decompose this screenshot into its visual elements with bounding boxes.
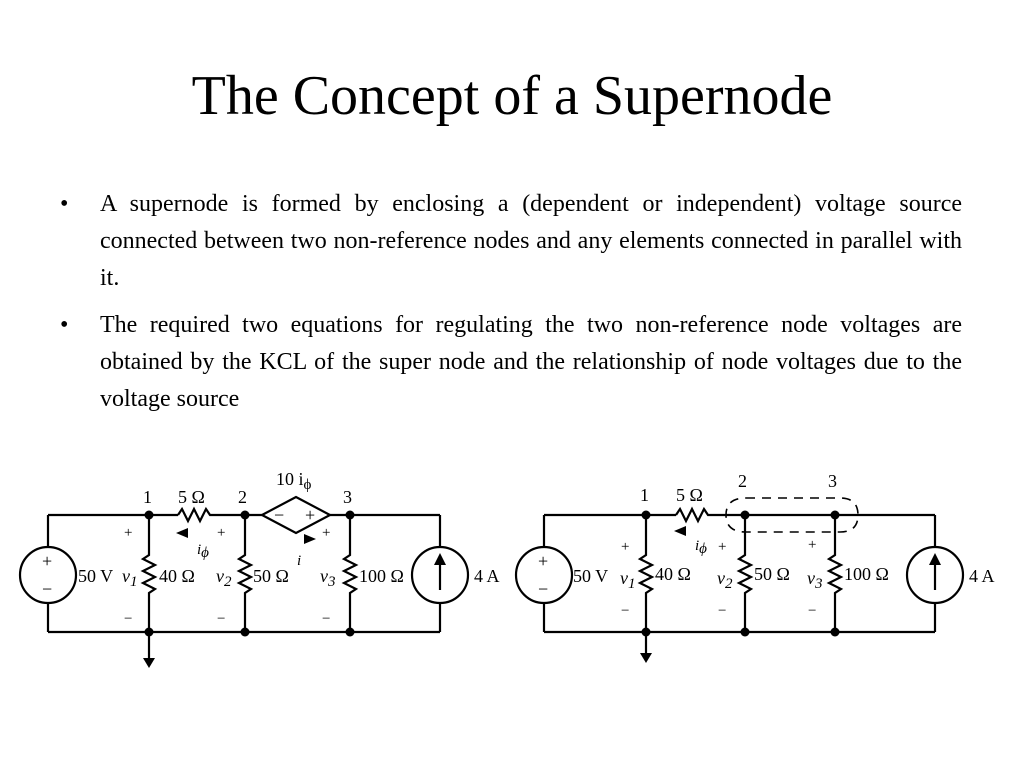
v3-label: v3 <box>320 566 336 590</box>
current-source-value: 4 A <box>969 566 995 586</box>
resistor-100-ohm <box>341 515 359 632</box>
polarity-plus: + <box>621 539 629 555</box>
voltage-source-plus: + <box>538 551 548 571</box>
node-dot <box>240 510 250 520</box>
polarity-minus: − <box>217 611 225 627</box>
diamond-plus: + <box>305 505 315 525</box>
resistor-100-ohm-label: 100 Ω <box>844 564 889 584</box>
polarity-minus: − <box>322 611 330 627</box>
resistor-5-ohm-label: 5 Ω <box>178 487 205 507</box>
v3-label: v3 <box>807 568 823 592</box>
circuit-diagram-dependent-source: − + + − 1 2 3 5 Ω 10 iϕ 50 V v1 40 Ω v2 … <box>18 469 500 668</box>
current-source-circle <box>410 545 470 605</box>
node-dot <box>345 510 355 520</box>
resistor-50-ohm <box>236 515 254 632</box>
polarity-plus: + <box>718 539 726 555</box>
bullet-text: A supernode is formed by enclosing a (de… <box>100 191 962 291</box>
bullet-item: • A supernode is formed by enclosing a (… <box>56 186 962 297</box>
node-label-1: 1 <box>640 485 649 505</box>
resistor-50-ohm-label: 50 Ω <box>754 564 790 584</box>
resistor-100-ohm <box>826 515 844 632</box>
left-arrow-icon <box>674 526 686 536</box>
circuit-diagram-supernode: + − 1 2 3 5 Ω 50 V v1 40 Ω v2 50 Ω v3 10… <box>514 471 995 663</box>
bullet-text: The required two equations for regulatin… <box>100 312 962 412</box>
node-label-2: 2 <box>238 487 247 507</box>
dependent-source-label: 10 iϕ <box>276 469 312 493</box>
polarity-minus: − <box>124 611 132 627</box>
node-dot <box>641 510 651 520</box>
voltage-source-circle <box>514 545 574 605</box>
polarity-plus: + <box>322 525 330 541</box>
slide-title: The Concept of a Supernode <box>191 65 833 127</box>
ground-arrow-icon <box>640 653 652 663</box>
polarity-plus: + <box>124 525 132 541</box>
current-source-value: 4 A <box>474 566 500 586</box>
bullet-marker: • <box>60 191 69 217</box>
v2-label: v2 <box>717 568 733 592</box>
diamond-minus: − <box>274 505 284 525</box>
voltage-source-minus: − <box>42 579 52 599</box>
node-label-3: 3 <box>343 487 352 507</box>
i-phi-label: iϕ <box>197 542 209 561</box>
resistor-5-ohm <box>675 506 712 524</box>
bullet-item: • The required two equations for regulat… <box>56 307 962 418</box>
v1-label: v1 <box>122 566 138 590</box>
node-label-2: 2 <box>738 471 747 491</box>
resistor-40-ohm <box>637 515 655 632</box>
polarity-minus: − <box>621 603 629 619</box>
node-dot <box>345 627 355 637</box>
node-dot <box>740 510 750 520</box>
v2-label: v2 <box>216 566 232 590</box>
node-label-1: 1 <box>143 487 152 507</box>
voltage-source-circle <box>18 545 78 605</box>
polarity-minus: − <box>808 603 816 619</box>
right-arrow-icon <box>304 534 316 544</box>
node-dot <box>830 510 840 520</box>
up-arrow-icon <box>434 553 446 565</box>
resistor-5-ohm <box>177 506 214 524</box>
voltage-source-value: 50 V <box>573 566 608 586</box>
supernode-boundary <box>725 497 859 533</box>
resistor-50-ohm <box>736 515 754 632</box>
resistor-40-ohm <box>140 515 158 632</box>
node-dot <box>240 627 250 637</box>
voltage-source-value: 50 V <box>78 566 113 586</box>
i-label: i <box>297 553 301 569</box>
bullet-marker: • <box>60 312 69 338</box>
node-dot <box>740 627 750 637</box>
polarity-plus: + <box>808 537 816 553</box>
polarity-minus: − <box>718 603 726 619</box>
dependent-voltage-source-diamond <box>259 495 333 535</box>
resistor-40-ohm-label: 40 Ω <box>159 566 195 586</box>
v1-label: v1 <box>620 568 636 592</box>
voltage-source-minus: − <box>538 579 548 599</box>
resistor-40-ohm-label: 40 Ω <box>655 564 691 584</box>
left-arrow-icon <box>176 528 188 538</box>
node-dot <box>144 510 154 520</box>
node-label-3: 3 <box>828 471 837 491</box>
voltage-source-plus: + <box>42 551 52 571</box>
i-phi-label: iϕ <box>695 538 707 557</box>
ground-arrow-icon <box>143 658 155 668</box>
current-source-circle <box>905 545 965 605</box>
polarity-plus: + <box>217 525 225 541</box>
up-arrow-icon <box>929 553 941 565</box>
node-dot <box>830 627 840 637</box>
resistor-100-ohm-label: 100 Ω <box>359 566 404 586</box>
resistor-50-ohm-label: 50 Ω <box>253 566 289 586</box>
resistor-5-ohm-label: 5 Ω <box>676 485 703 505</box>
bullet-list: • A supernode is formed by enclosing a (… <box>56 186 962 428</box>
